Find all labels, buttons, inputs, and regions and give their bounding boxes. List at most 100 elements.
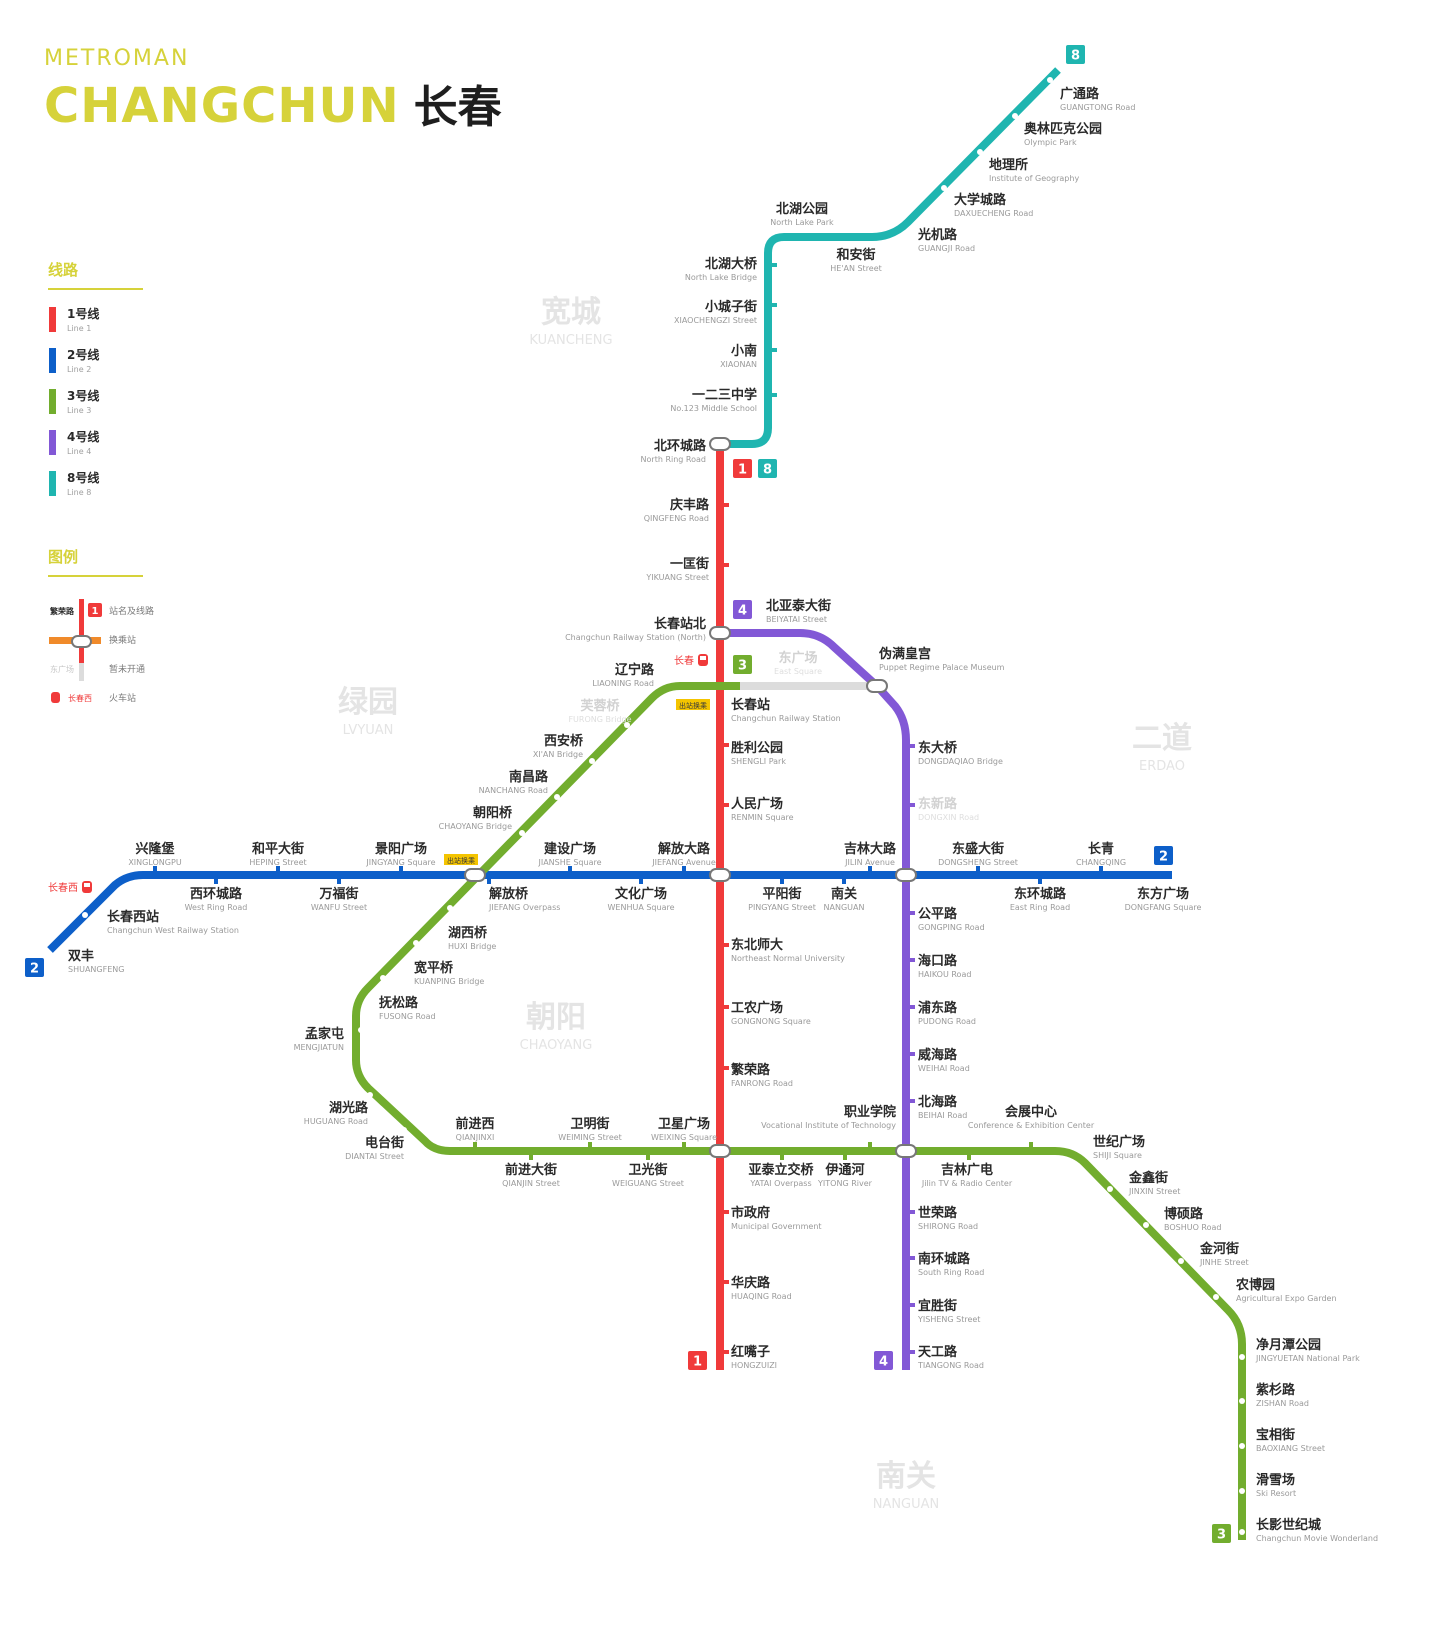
line-badge-1[interactable]: 1 (688, 1351, 707, 1370)
line-badge-1[interactable]: 1 (733, 459, 752, 478)
line-badge-4[interactable]: 4 (733, 600, 752, 619)
transfer-node[interactable] (709, 626, 731, 640)
transfer-node[interactable] (464, 868, 486, 882)
transfer-node[interactable] (866, 679, 888, 693)
line-badge-8[interactable]: 8 (758, 459, 777, 478)
transfer-node[interactable] (709, 1144, 731, 1158)
line-badge-2[interactable]: 2 (1154, 846, 1173, 865)
transfer-node[interactable] (895, 1144, 917, 1158)
line-badge-8[interactable]: 8 (1066, 45, 1085, 64)
line-badge-3[interactable]: 3 (733, 655, 752, 674)
transfer-node[interactable] (709, 868, 731, 882)
line-badge-4[interactable]: 4 (874, 1351, 893, 1370)
transfer-node[interactable] (709, 437, 731, 451)
transfer-node[interactable] (895, 868, 917, 882)
line-badge-3[interactable]: 3 (1212, 1524, 1231, 1543)
line-badge-2[interactable]: 2 (25, 958, 44, 977)
